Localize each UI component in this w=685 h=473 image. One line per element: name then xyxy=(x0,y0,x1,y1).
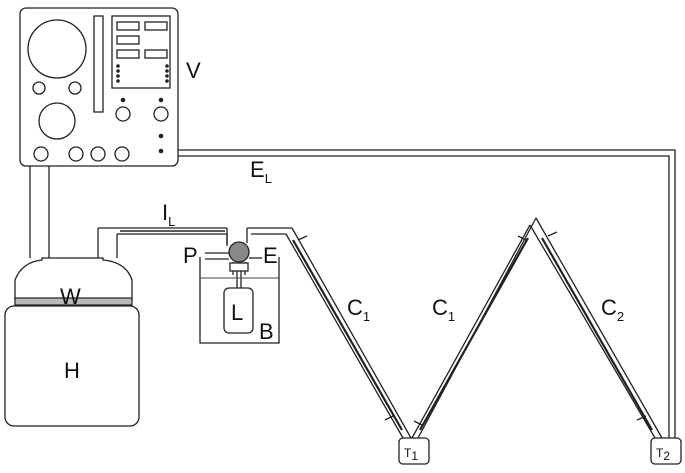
label-w: W xyxy=(60,284,81,309)
label-c1-left: C1 xyxy=(347,295,370,324)
coil-c1-left xyxy=(285,227,412,439)
label-c2: C2 xyxy=(601,295,624,324)
v-to-vessel-tubes xyxy=(29,166,50,258)
label-il: IL xyxy=(162,200,175,229)
bath-b xyxy=(199,257,280,344)
valve-fitting xyxy=(205,241,262,288)
instrument-v xyxy=(19,7,179,167)
label-h: H xyxy=(64,358,80,383)
label-e: E xyxy=(263,243,278,268)
sensor-t2 xyxy=(650,437,682,465)
label-v: V xyxy=(186,58,201,83)
inlet-line-il xyxy=(97,227,292,258)
label-p: P xyxy=(183,243,198,268)
label-t2: T2 xyxy=(656,446,670,463)
label-l: L xyxy=(231,300,243,325)
vessel-w xyxy=(14,257,133,306)
external-line-el xyxy=(178,149,676,438)
label-c1-right: C1 xyxy=(432,295,455,324)
label-b: B xyxy=(259,319,274,344)
vessel-h xyxy=(4,305,140,427)
sensor-t1 xyxy=(398,437,430,465)
label-t1: T1 xyxy=(404,446,418,463)
label-el: EL xyxy=(250,157,272,186)
coil-c1-right xyxy=(411,217,537,439)
coil-c2 xyxy=(529,217,663,439)
